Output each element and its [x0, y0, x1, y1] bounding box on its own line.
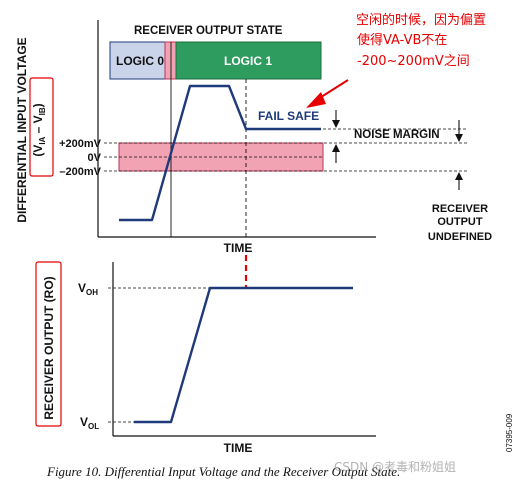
ro-highlight-box [35, 261, 62, 427]
bottom-xlabel: TIME [224, 441, 253, 455]
differential-input-signal [119, 84, 321, 222]
top-ylabel-formula: (VIA – VIB) [31, 103, 47, 156]
voh-label: VOH [78, 281, 98, 297]
top-ylabel: DIFFERENTIAL INPUT VOLTAGE [15, 37, 29, 222]
undefined-label-line3: UNDEFINED [428, 231, 492, 243]
transition-strip [164, 41, 177, 80]
figure-id: 07395-009 [505, 413, 514, 452]
undefined-label-line1: RECEIVER [432, 203, 488, 215]
annotation-arrow-head [306, 92, 326, 108]
tick-zero: 0V [88, 152, 102, 164]
annotation-line1: 空闲的时候，因为偏置 [356, 12, 486, 28]
noise-margin-label: NOISE MARGIN [354, 129, 440, 141]
logic1-box [175, 41, 322, 80]
annotation-line2: 使得VA-VB不在 [357, 32, 447, 48]
undefined-label-line2: OUTPUT [437, 216, 483, 228]
logic0-box [109, 41, 171, 80]
annotation-line3: -200~200mV之间 [357, 54, 470, 69]
figure-caption: Figure 10. Differential Input Voltage an… [46, 464, 400, 479]
annotation-arrow-shaft [317, 79, 349, 100]
watermark: CSDN @考毒和粉姐姐 [334, 460, 456, 474]
bottom-ylabel: RECEIVER OUTPUT (RO) [42, 276, 56, 419]
fail-safe-label: FAIL SAFE [258, 109, 319, 123]
formula-highlight-box [29, 77, 54, 177]
vol-label: VOL [80, 415, 99, 431]
tick-plus200: +200mV [59, 138, 102, 150]
tick-minus200: –200mV [59, 166, 101, 178]
receiver-output-signal [134, 286, 353, 424]
top-xlabel: TIME [224, 241, 253, 255]
logic1-label: LOGIC 1 [224, 54, 272, 68]
logic0-label: LOGIC 0 [116, 54, 164, 68]
receiver-state-title: RECEIVER OUTPUT STATE [134, 25, 283, 37]
